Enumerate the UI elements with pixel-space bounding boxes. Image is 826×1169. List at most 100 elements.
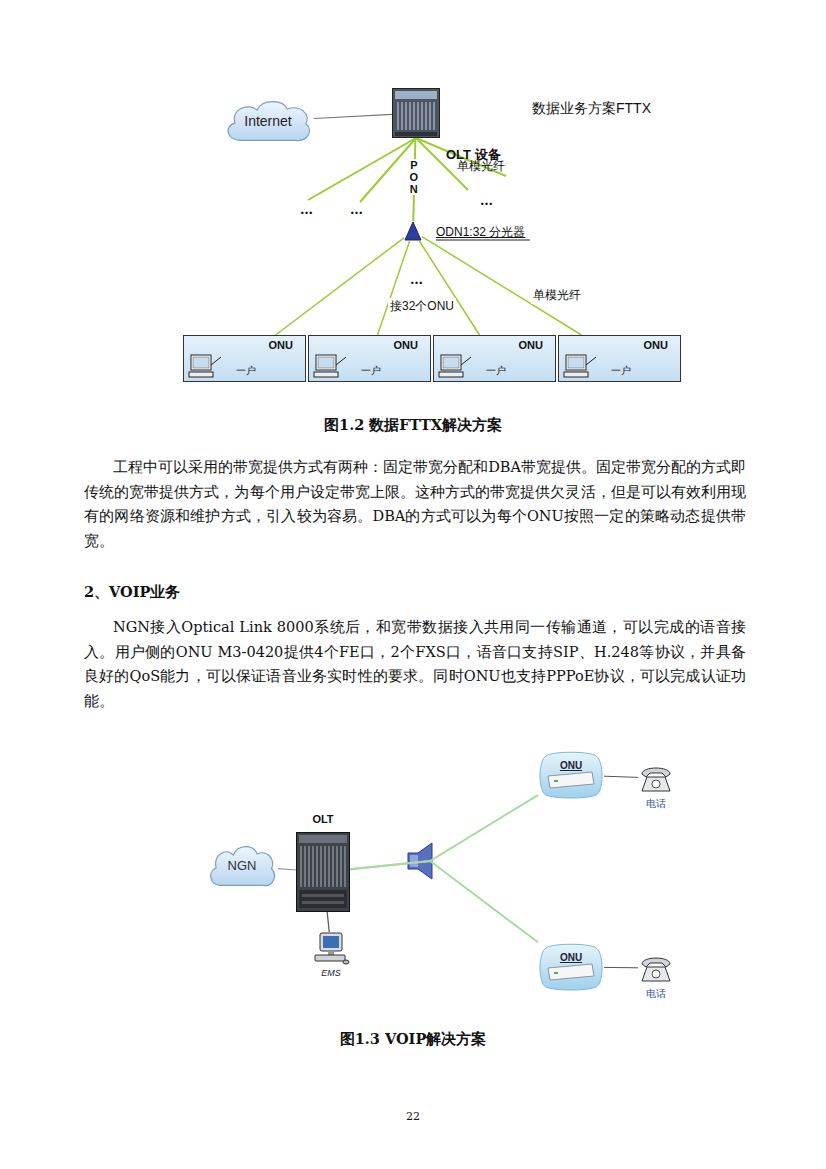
- drawing-part: [538, 750, 604, 800]
- drawing-part: [312, 932, 350, 966]
- node-label: ONU: [394, 339, 418, 351]
- drawing-part: [193, 357, 209, 368]
- node-label: ONU: [644, 339, 668, 351]
- drawing-part: [341, 846, 342, 887]
- fiber-link: [422, 237, 581, 335]
- onu-device: ONU: [538, 750, 604, 800]
- drawing-part: [638, 762, 674, 794]
- drawing-part: [297, 833, 350, 912]
- drawing-part: [548, 964, 594, 980]
- fiber-link: [378, 241, 410, 335]
- computer-icon: [313, 353, 347, 379]
- drawing-part: [434, 102, 435, 130]
- drawing-part: [540, 752, 602, 798]
- onu-device: ONU: [538, 942, 604, 992]
- node-label: ONU: [538, 952, 604, 963]
- node-sublabel: 一户: [611, 364, 631, 378]
- drawing-part: [343, 960, 349, 964]
- drawing-part: [309, 846, 310, 887]
- drawing-part: [568, 357, 584, 368]
- drawing-part: [554, 972, 558, 974]
- drawing-part: [638, 952, 674, 984]
- drawing-part: [301, 846, 302, 887]
- drawing-part: [323, 936, 339, 948]
- body-paragraph: NGN接入Optical Link 8000系统后，和宽带数据接入共用同一传输通…: [84, 615, 746, 713]
- fiber-link: [419, 241, 479, 335]
- fiber-link: [278, 869, 296, 870]
- drawing-part: [395, 132, 437, 136]
- drawing-part: [321, 846, 322, 887]
- drawing-part: [302, 901, 344, 904]
- fiber-link: [350, 795, 538, 869]
- drawing-part: [402, 102, 403, 130]
- drawing-part: [313, 846, 314, 887]
- body-paragraph: 工程中可以采用的带宽提供方式有两种：固定带宽分配和DBA带宽提供。固定带宽分配的…: [84, 455, 746, 553]
- drawing-part: [439, 372, 463, 377]
- telephone: 电话: [638, 762, 674, 794]
- drawing-part: [436, 240, 530, 241]
- drawing-part: [299, 890, 347, 908]
- drawing-part: [410, 855, 418, 867]
- drawing-part: [443, 357, 459, 368]
- fiber-link: [276, 238, 404, 335]
- node-sublabel: 一户: [361, 364, 381, 378]
- computer-icon: [188, 353, 222, 379]
- drawing-part: [191, 355, 211, 370]
- ellipsis: …: [300, 202, 313, 217]
- drawing-part: [406, 102, 407, 130]
- drawing-part: [211, 357, 221, 365]
- onu-household-box: ONU一户: [433, 335, 556, 382]
- drawing-part: [422, 102, 423, 130]
- drawing-part: [564, 372, 588, 377]
- onu-household-box: ONU一户: [183, 335, 306, 382]
- drawing-part: [652, 780, 660, 788]
- node-label: 电话: [634, 987, 678, 1001]
- fiber-link: [604, 776, 638, 777]
- drawing-part: [301, 846, 345, 887]
- fiber-link: [314, 114, 392, 118]
- drawing-part: [337, 846, 338, 887]
- drawing-part: [418, 102, 419, 130]
- drawing-part: [308, 138, 416, 200]
- ellipsis: …: [480, 193, 493, 208]
- drawing-part: [540, 944, 602, 990]
- fiber-label: 单模光纤: [457, 158, 505, 175]
- computer-icon: [563, 353, 597, 379]
- computer-icon: [438, 353, 472, 379]
- drawing-part: [318, 357, 334, 368]
- drawing-part: [642, 777, 670, 791]
- telephone: 电话: [638, 952, 674, 984]
- drawing-part: [461, 357, 471, 365]
- drawing-part: [416, 138, 506, 176]
- drawing-part: [404, 221, 422, 241]
- drawing-part: [315, 955, 345, 961]
- drawing-part: [393, 89, 440, 138]
- drawing-part: [189, 372, 213, 377]
- drawing-part: [320, 933, 342, 951]
- splitter: ODN1:32 分光器: [404, 221, 422, 241]
- drawing-part: [538, 942, 604, 992]
- drawing-part: [305, 846, 306, 887]
- onu-household-box: ONU 一户: [308, 335, 431, 382]
- drawing-part: [308, 138, 506, 202]
- drawing-part: [652, 970, 660, 978]
- drawing-part: [392, 88, 440, 138]
- drawing-part: [414, 102, 415, 130]
- drawing-part: [554, 780, 558, 782]
- section-heading: 2、VOIP业务: [84, 583, 180, 602]
- drawing-part: [548, 772, 594, 788]
- drawing-part: [405, 222, 421, 240]
- ellipsis: …: [350, 202, 363, 217]
- drawing-part: [395, 91, 437, 99]
- fiber-link: [350, 861, 538, 942]
- drawing-part: [317, 846, 318, 887]
- drawing-part: [345, 846, 346, 887]
- drawing-part: [336, 357, 346, 365]
- edge-label: PON: [408, 159, 419, 195]
- drawing-part: [642, 768, 670, 777]
- node-label: OLT: [296, 813, 350, 825]
- count-label: 接32个ONU: [388, 298, 456, 315]
- fiber-label: 单模光纤: [531, 287, 583, 304]
- drawing-part: [302, 894, 344, 897]
- ems-computer: EMS: [312, 932, 350, 966]
